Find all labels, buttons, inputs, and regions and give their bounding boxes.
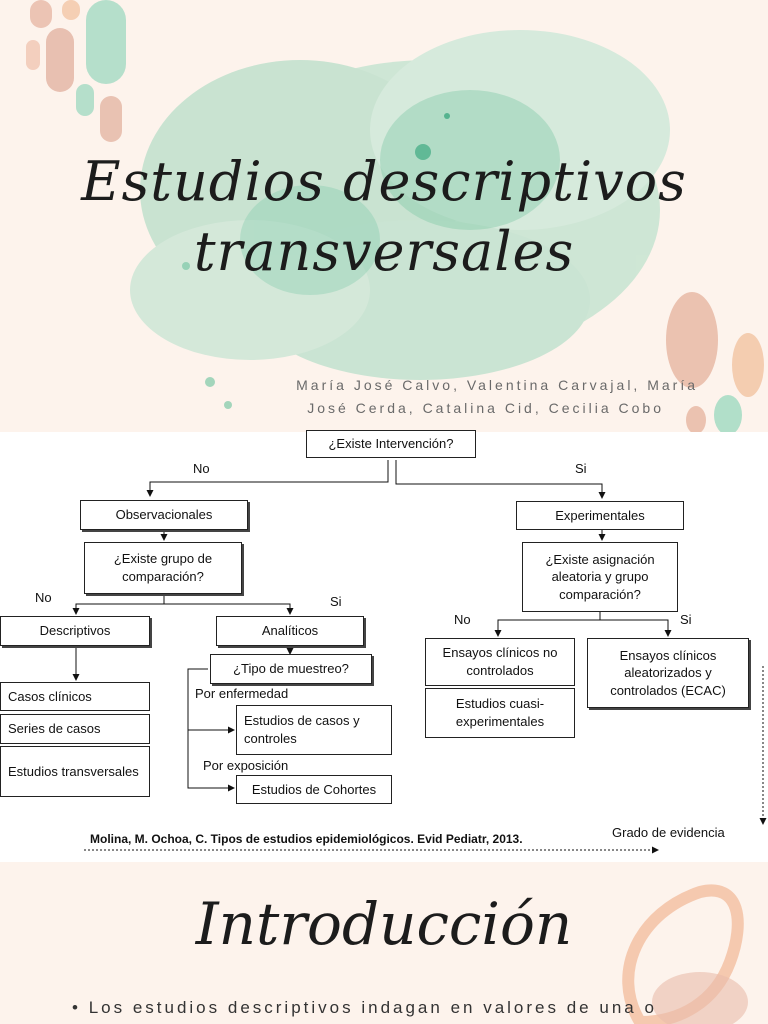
flowchart-slide: ¿Existe Intervención? No Si Observaciona… [0, 430, 768, 862]
box-casos-clinicos: Casos clínicos [0, 682, 150, 711]
box-ensayos-no-controlados: Ensayos clínicos no controlados [425, 638, 575, 686]
box-tipo-muestreo: ¿Tipo de muestreo? [210, 654, 372, 684]
box-experimentales: Experimentales [516, 501, 684, 530]
box-descriptivos: Descriptivos [0, 616, 150, 646]
box-ensayos-ecac: Ensayos clínicos aleatorizados y control… [587, 638, 749, 708]
authors-line-2: José Cerda, Catalina Cid, Cecilia Cobo [307, 400, 664, 416]
citation: Molina, M. Ochoa, C. Tipos de estudios e… [90, 832, 523, 846]
flowchart-connectors [72, 460, 767, 854]
cover-decoration [26, 0, 764, 432]
label-si-intervencion: Si [575, 461, 587, 476]
intro-slide: Introducción • Los estudios descriptivos… [0, 862, 768, 1024]
label-no-asignacion: No [454, 612, 471, 627]
label-por-exposicion: Por exposición [203, 758, 289, 773]
cover-slide: Estudios descriptivos transversales Marí… [0, 0, 768, 432]
authors-line-1: María José Calvo, Valentina Carvajal, Ma… [296, 377, 698, 393]
box-grupo-comparacion: ¿Existe grupo de comparación? [84, 542, 242, 594]
box-analiticos: Analíticos [216, 616, 364, 646]
box-existe-intervencion: ¿Existe Intervención? [306, 430, 476, 458]
label-si-comparacion: Si [330, 594, 342, 609]
box-cuasi-experimentales: Estudios cuasi-experimentales [425, 688, 575, 738]
box-asignacion-aleatoria: ¿Existe asignación aleatoria y grupo com… [522, 542, 678, 612]
box-cohortes: Estudios de Cohortes [236, 775, 392, 804]
box-series-casos: Series de casos [0, 714, 150, 744]
intro-bullet: • Los estudios descriptivos indagan en v… [72, 998, 657, 1017]
cover-title-line-1: Estudios descriptivos [81, 150, 687, 213]
label-grado-evidencia: Grado de evidencia [612, 825, 725, 840]
label-por-enfermedad: Por enfermedad [195, 686, 289, 701]
box-observacionales: Observacionales [80, 500, 248, 530]
box-estudios-transversales: Estudios transversales [0, 746, 150, 797]
intro-decoration [622, 884, 748, 1024]
label-si-asignacion: Si [680, 612, 692, 627]
box-casos-controles: Estudios de casos y controles [236, 705, 392, 755]
label-no-comparacion: No [35, 590, 52, 605]
intro-bullet-text: Los estudios descriptivos indagan en val… [88, 998, 657, 1017]
intro-title: Introducción [195, 890, 573, 958]
label-no-intervencion: No [193, 461, 210, 476]
cover-title-line-2: transversales [193, 220, 575, 283]
